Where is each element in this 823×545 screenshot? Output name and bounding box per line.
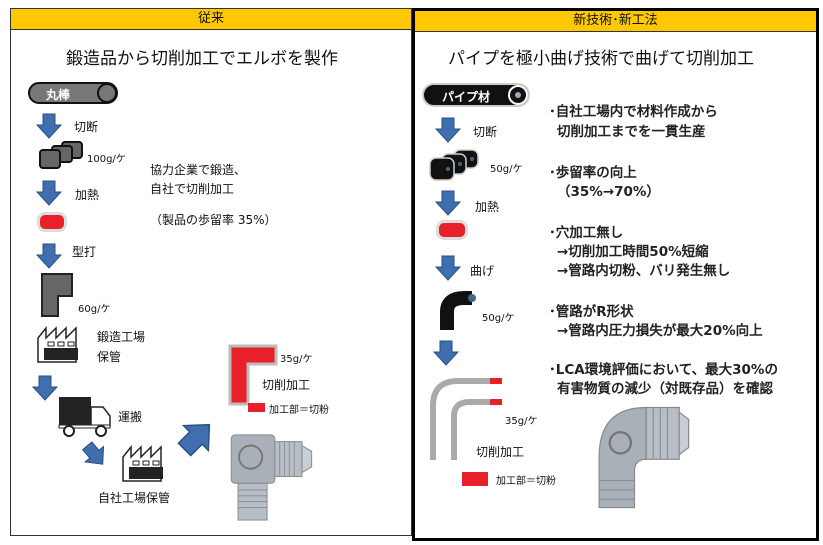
step-cut: 切断 <box>74 120 99 134</box>
legend-label: 加工部＝切粉 <box>269 405 329 416</box>
arrow-down-icon <box>433 340 459 366</box>
elbow-fitting-photo <box>226 430 314 522</box>
benefit-integrated-line2: 切削加工までを一貫生産 <box>557 124 706 140</box>
cut-weight: 100g/ケ <box>87 154 126 165</box>
cut-weight: 50g/ケ <box>490 164 523 175</box>
final-weight: 35g/ケ <box>505 416 538 427</box>
forged-elbow-icon <box>41 273 73 317</box>
conventional-header: 従来 <box>11 9 411 30</box>
note-line-2: 自社で切削加工 <box>150 182 235 196</box>
benefit-lca-line1: ･LCA環境評価において、最大30%の <box>549 362 778 378</box>
forge-factory: 鍛造工場 <box>97 330 146 344</box>
arrow-down-icon <box>36 243 62 269</box>
new-method-title: パイプを極小曲げ技術で曲げて切削加工 <box>448 49 754 69</box>
conventional-panel: 従来 <box>10 8 412 536</box>
benefit-integrated-line1: ･自社工場内で材料作成から <box>549 104 718 120</box>
benefit-nohole-line3: →管路内切粉、バリ発生無し <box>557 263 731 279</box>
machined-elbow-icon <box>228 344 278 406</box>
legend-swatch <box>462 472 488 486</box>
legend-swatch <box>248 403 265 412</box>
arrow-down-icon <box>435 190 461 216</box>
arrow-down-icon <box>435 255 461 281</box>
step-heat: 加熱 <box>75 188 100 202</box>
forge-weight: 60g/ケ <box>78 304 111 315</box>
bent-pipe-icon <box>440 291 476 330</box>
new-method-header: 新技術･新工法 <box>415 11 816 32</box>
benefit-rshape-line1: ･管路がR形状 <box>549 304 634 320</box>
conventional-title: 鍛造品から切削加工でエルボを製作 <box>66 49 338 69</box>
round-bar-icon: 丸棒 <box>28 82 118 104</box>
factory-icon <box>36 324 86 364</box>
own-factory-icon <box>120 443 172 483</box>
benefit-rshape-line2: →管路内圧力損失が最大20%向上 <box>557 323 763 339</box>
legend-label: 加工部＝切粉 <box>496 476 556 487</box>
step-bend: 曲げ <box>470 264 495 278</box>
machining-label: 切削加工 <box>476 445 525 459</box>
benefit-lca-line2: 有害物質の減少（対既存品）を確認 <box>557 381 773 397</box>
cut-pipes-icon <box>429 149 479 181</box>
step-cut: 切断 <box>473 125 498 139</box>
new-method-panel: 新技術･新工法 <box>412 8 819 541</box>
arrow-down-icon <box>32 375 58 401</box>
transport: 運搬 <box>118 410 143 424</box>
machining-label: 切削加工 <box>262 378 311 392</box>
step-heat: 加熱 <box>475 200 500 214</box>
benefit-yield-line1: ･歩留率の向上 <box>549 165 637 181</box>
arrow-down-icon <box>36 113 62 139</box>
pipe-material-label: パイプ材 <box>442 90 491 104</box>
benefit-yield-line2: （35%→70%） <box>557 184 660 200</box>
heated-billet-icon <box>37 212 67 232</box>
storage: 保管 <box>97 350 122 364</box>
bent-elbow-fitting-photo <box>598 406 690 509</box>
own-factory-storage: 自社工場保管 <box>98 491 171 505</box>
machined-bent-pipe-icon <box>430 378 502 460</box>
arrow-down-icon <box>36 180 62 206</box>
step-forge: 型打 <box>72 245 97 259</box>
round-bar-label: 丸棒 <box>46 88 71 102</box>
bend-weight: 50g/ケ <box>482 313 515 324</box>
final-weight: 35g/ケ <box>280 354 313 365</box>
note-line-1: 協力企業で鍛造、 <box>150 163 247 177</box>
benefit-nohole-line1: ･穴加工無し <box>549 225 624 241</box>
truck-icon <box>58 397 111 437</box>
yield-note: （製品の歩留率 35%） <box>150 213 277 227</box>
pipe-material-icon: パイプ材 <box>422 83 530 107</box>
heated-pipe-icon <box>436 220 468 240</box>
cut-billets-icon <box>39 141 83 169</box>
arrow-down-icon <box>435 117 461 143</box>
benefit-nohole-line2: →切削加工時間50%短縮 <box>557 244 709 260</box>
